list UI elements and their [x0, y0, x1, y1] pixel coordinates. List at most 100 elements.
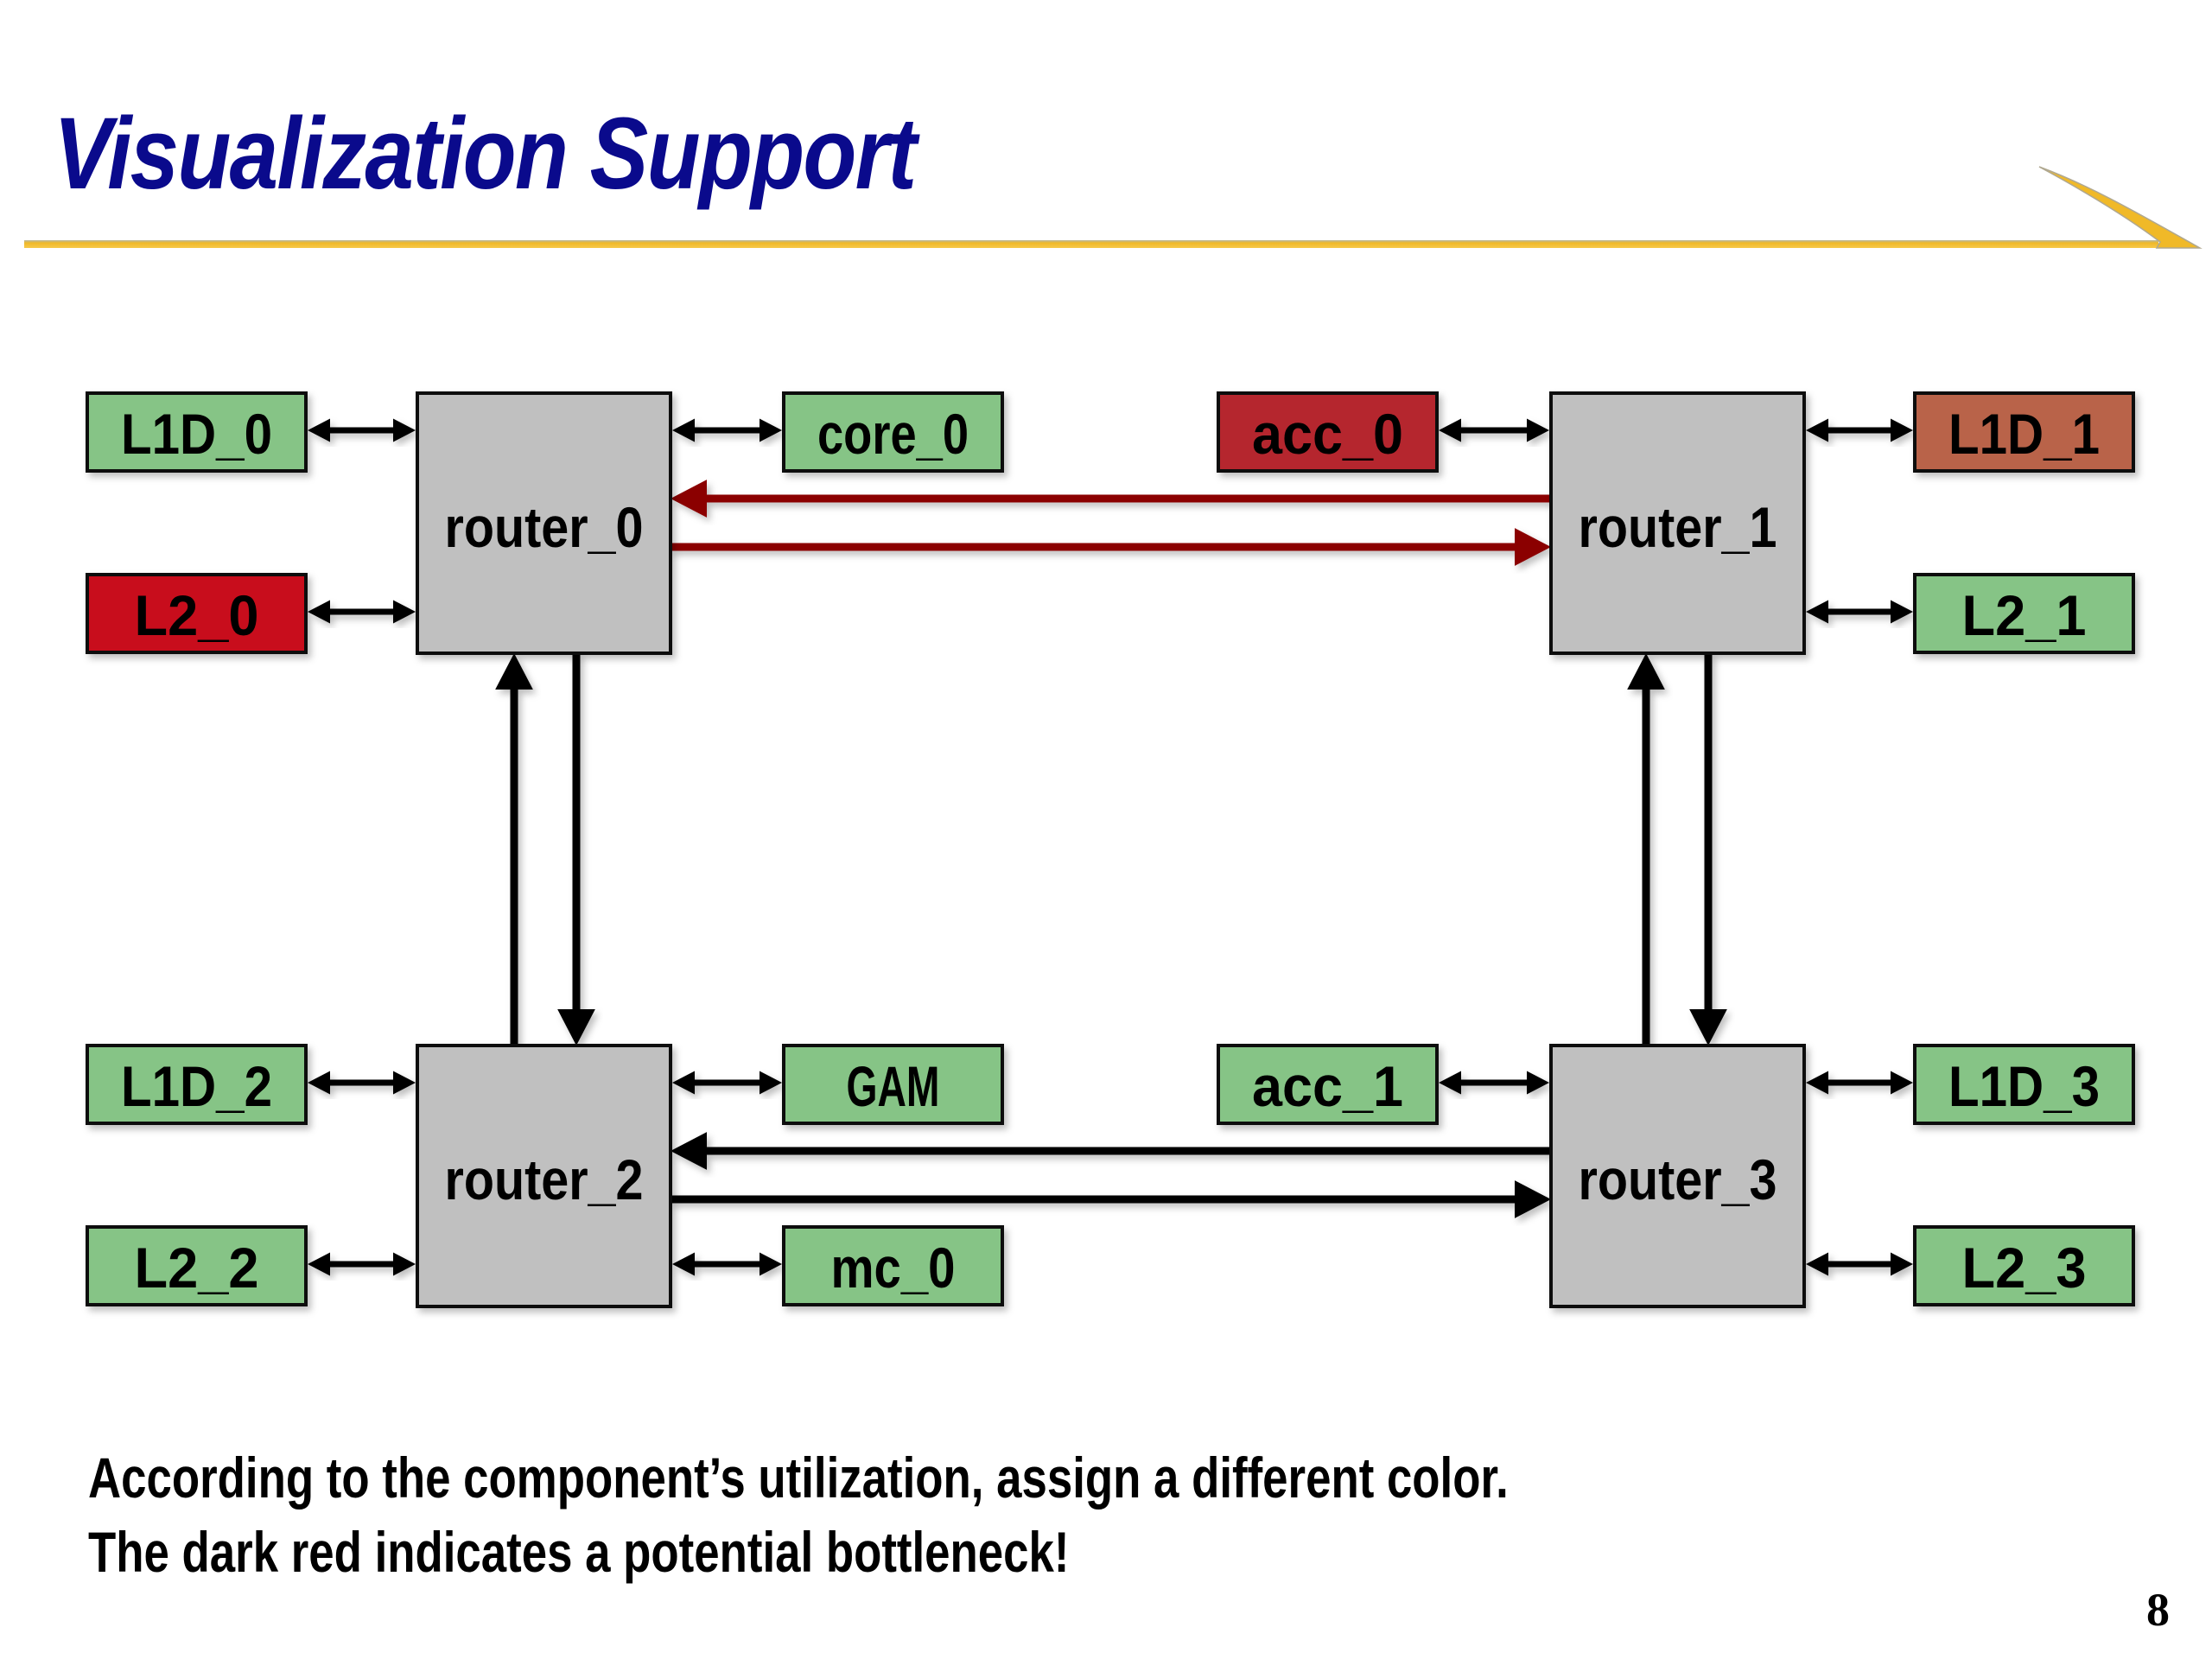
arrowhead-icon	[1515, 528, 1551, 566]
link-L1D_0-router_0	[308, 418, 416, 442]
link-L1D_2-router_2	[308, 1071, 416, 1095]
router-link-router0-to-router1	[671, 528, 1551, 566]
component-l1d-3[interactable]: L1D_3	[1913, 1044, 2135, 1125]
link-L1D_3-router_3	[1806, 1071, 1913, 1095]
arrowhead-icon	[1891, 1252, 1913, 1276]
arrowhead-icon	[393, 1252, 416, 1276]
arrowhead-icon	[1627, 653, 1665, 690]
component-mc-0[interactable]: mc_0	[782, 1225, 1004, 1306]
link-mc_0-router_2	[672, 1252, 782, 1276]
router-3[interactable]: router_3	[1549, 1044, 1806, 1308]
link-L1D_1-router_1	[1806, 418, 1913, 442]
arrowhead-icon	[1891, 1071, 1913, 1095]
router-link-router3-to-router2	[671, 1132, 1551, 1170]
router-box	[416, 1044, 672, 1308]
arrowhead-icon	[393, 1071, 416, 1095]
arrowhead-icon	[393, 418, 416, 442]
arrowhead-icon	[308, 1252, 330, 1276]
component-box	[86, 1225, 308, 1306]
arrowhead-icon	[672, 418, 695, 442]
component-label: core_0	[817, 402, 969, 466]
arrowhead-icon	[393, 600, 416, 624]
component-box	[1913, 573, 2135, 654]
links-layer	[308, 418, 1913, 1276]
router-link-router3-to-router1	[1627, 653, 1665, 1046]
arrowhead-icon	[308, 1071, 330, 1095]
router-link-router2-to-router3	[671, 1180, 1551, 1218]
router-1[interactable]: router_1	[1549, 391, 1806, 655]
nodes-layer: router_0 router_1 router_2 router_3 L1D_0L2_…	[86, 391, 2135, 1308]
router-label: router_3	[1579, 1147, 1777, 1211]
component-label: L2_0	[135, 583, 259, 647]
router-box	[1549, 391, 1806, 655]
component-l2-2[interactable]: L2_2	[86, 1225, 308, 1306]
component-gam[interactable]: GAM	[782, 1044, 1004, 1125]
arrowhead-icon	[1806, 1252, 1828, 1276]
component-l2-1[interactable]: L2_1	[1913, 573, 2135, 654]
header-rule-line	[24, 240, 2158, 248]
component-box	[782, 1225, 1004, 1306]
router-link-router1-to-router0	[671, 480, 1551, 518]
link-core_0-router_0	[672, 418, 782, 442]
component-box	[86, 1044, 308, 1125]
arrowhead-icon	[672, 1071, 695, 1095]
component-box	[1913, 391, 2135, 473]
link-L2_1-router_1	[1806, 600, 1913, 624]
component-box	[782, 391, 1004, 473]
arrowhead-icon	[1527, 1071, 1549, 1095]
caption-line-2: The dark red indicates a potential bottl…	[88, 1520, 1070, 1584]
component-acc-1[interactable]: acc_1	[1217, 1044, 1439, 1125]
arrowhead-icon	[760, 1071, 782, 1095]
arrowhead-icon	[672, 1252, 695, 1276]
component-label: GAM	[847, 1054, 940, 1118]
component-l2-0[interactable]: L2_0	[86, 573, 308, 654]
router-link-router2-to-router0	[495, 653, 533, 1046]
component-core-0[interactable]: core_0	[782, 391, 1004, 473]
component-box	[1217, 1044, 1439, 1125]
component-label: L1D_1	[1948, 402, 2100, 466]
component-box	[1217, 391, 1439, 473]
arrowhead-icon	[1527, 418, 1549, 442]
router-0[interactable]: router_0	[416, 391, 672, 655]
component-label: acc_1	[1252, 1054, 1403, 1118]
component-box	[86, 573, 308, 654]
arrowhead-icon	[557, 1009, 595, 1046]
component-box	[1913, 1044, 2135, 1125]
link-L2_0-router_0	[308, 600, 416, 624]
arrowhead-icon	[760, 418, 782, 442]
component-box	[1913, 1225, 2135, 1306]
caption-line-1: According to the component’s utilization…	[88, 1446, 1509, 1510]
component-label: L2_3	[1962, 1236, 2087, 1300]
header-swoosh	[2038, 166, 2202, 249]
slide-title: Visualization Support	[54, 97, 917, 211]
link-acc_0-router_1	[1439, 418, 1549, 442]
component-label: acc_0	[1252, 402, 1403, 466]
component-box	[86, 391, 308, 473]
arrowhead-icon	[671, 480, 707, 518]
component-l2-3[interactable]: L2_3	[1913, 1225, 2135, 1306]
header-rule	[24, 166, 2202, 249]
router-2[interactable]: router_2	[416, 1044, 672, 1308]
link-acc_1-router_3	[1439, 1071, 1549, 1095]
arrowhead-icon	[671, 1132, 707, 1170]
link-L2_3-router_3	[1806, 1252, 1913, 1276]
arrowhead-icon	[1891, 600, 1913, 624]
router-box	[416, 391, 672, 655]
page-number: 8	[2146, 1584, 2170, 1636]
arrowhead-icon	[495, 653, 533, 690]
component-box	[782, 1044, 1004, 1125]
router-box	[1549, 1044, 1806, 1308]
router-link-router1-to-router3	[1689, 653, 1727, 1046]
arrowhead-icon	[308, 600, 330, 624]
arrowhead-icon	[1806, 1071, 1828, 1095]
arrowhead-icon	[1439, 418, 1461, 442]
component-l1d-0[interactable]: L1D_0	[86, 391, 308, 473]
component-l1d-1[interactable]: L1D_1	[1913, 391, 2135, 473]
link-L2_2-router_2	[308, 1252, 416, 1276]
router-label: router_2	[445, 1147, 644, 1211]
router-label: router_0	[445, 495, 644, 559]
component-l1d-2[interactable]: L1D_2	[86, 1044, 308, 1125]
component-acc-0[interactable]: acc_0	[1217, 391, 1439, 473]
component-label: L1D_2	[121, 1054, 272, 1118]
